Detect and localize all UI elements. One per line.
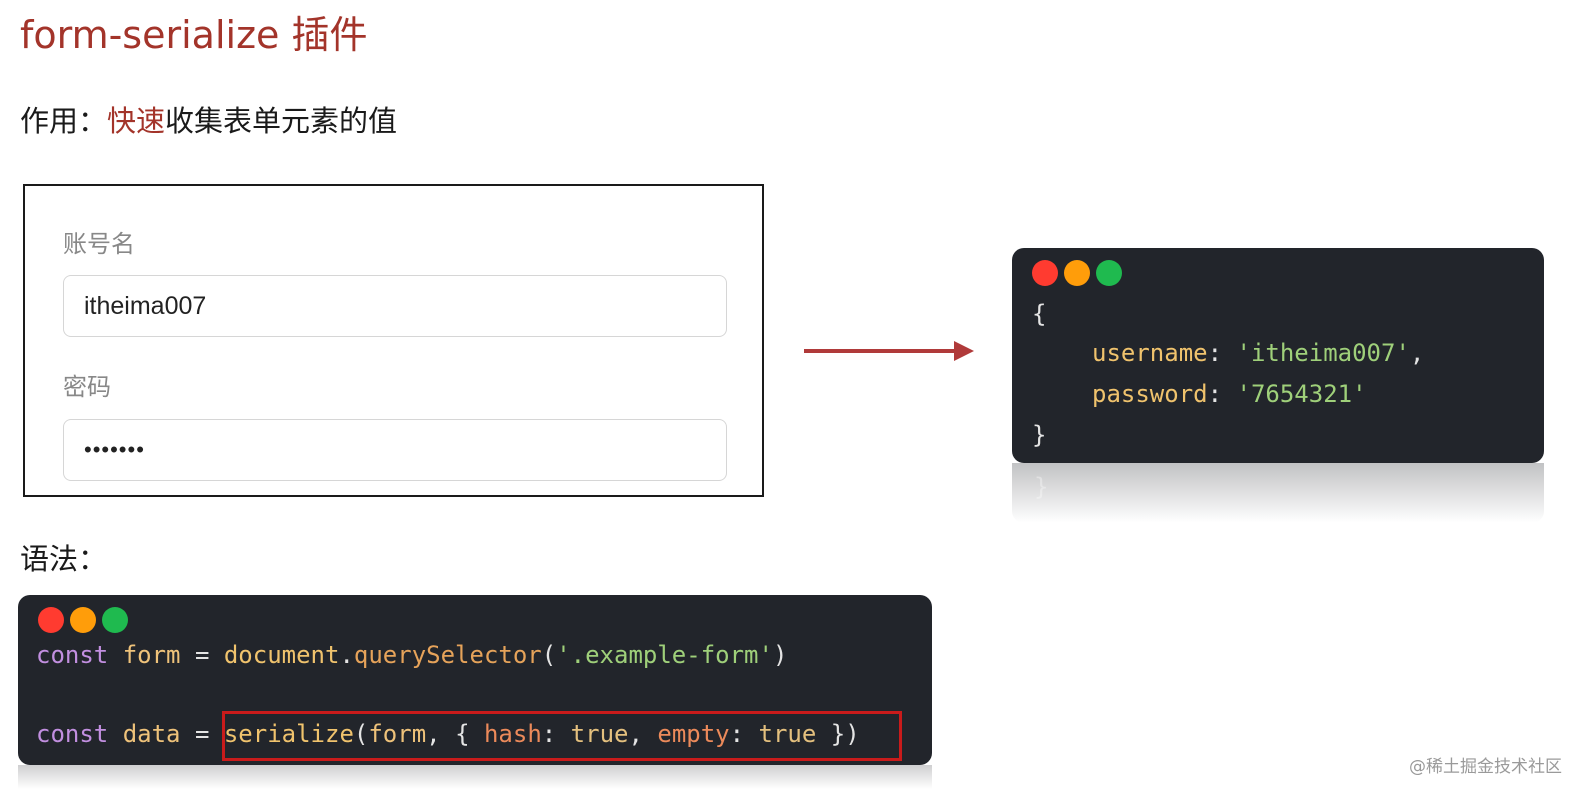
minimize-dot-icon: [1064, 260, 1090, 286]
purpose-highlight: 快速: [107, 104, 166, 138]
maximize-dot-icon: [102, 607, 128, 633]
code-reflection: [18, 765, 932, 789]
code-line: password: '7654321': [1092, 380, 1367, 408]
purpose-suffix: 收集表单元素的值: [165, 104, 398, 138]
password-label: 密码: [63, 373, 111, 401]
example-form: 账号名 itheima007 密码 •••••••: [23, 184, 764, 497]
code-line: }: [1032, 421, 1047, 449]
purpose-description: 作用：快速收集表单元素的值: [20, 98, 397, 140]
page-title: form-serialize 插件: [20, 13, 368, 57]
minimize-dot-icon: [70, 607, 96, 633]
close-dot-icon: [38, 607, 64, 633]
code-line: const form = document.querySelector('.ex…: [36, 641, 788, 669]
code-line: const data = serialize(form, { hash: tru…: [36, 720, 860, 748]
syntax-heading: 语法：: [20, 542, 108, 576]
username-input[interactable]: itheima007: [63, 275, 727, 337]
code-reflection: }: [1012, 463, 1544, 523]
code-line: username: 'itheima007',: [1092, 339, 1425, 367]
close-dot-icon: [1032, 260, 1058, 286]
syntax-code-block: const form = document.querySelector('.ex…: [18, 595, 932, 765]
maximize-dot-icon: [1096, 260, 1122, 286]
result-code-block: { username: 'itheima007', password: '765…: [1012, 248, 1544, 463]
right-arrow-icon: [804, 341, 974, 361]
password-input[interactable]: •••••••: [63, 419, 727, 481]
watermark: @稀土掘金技术社区: [1409, 757, 1562, 777]
username-label: 账号名: [63, 230, 135, 258]
code-line: {: [1032, 300, 1047, 328]
serialize-call-highlight: [222, 711, 902, 761]
window-controls: [1032, 260, 1128, 292]
purpose-prefix: 作用：: [20, 104, 108, 138]
window-controls: [38, 607, 134, 639]
